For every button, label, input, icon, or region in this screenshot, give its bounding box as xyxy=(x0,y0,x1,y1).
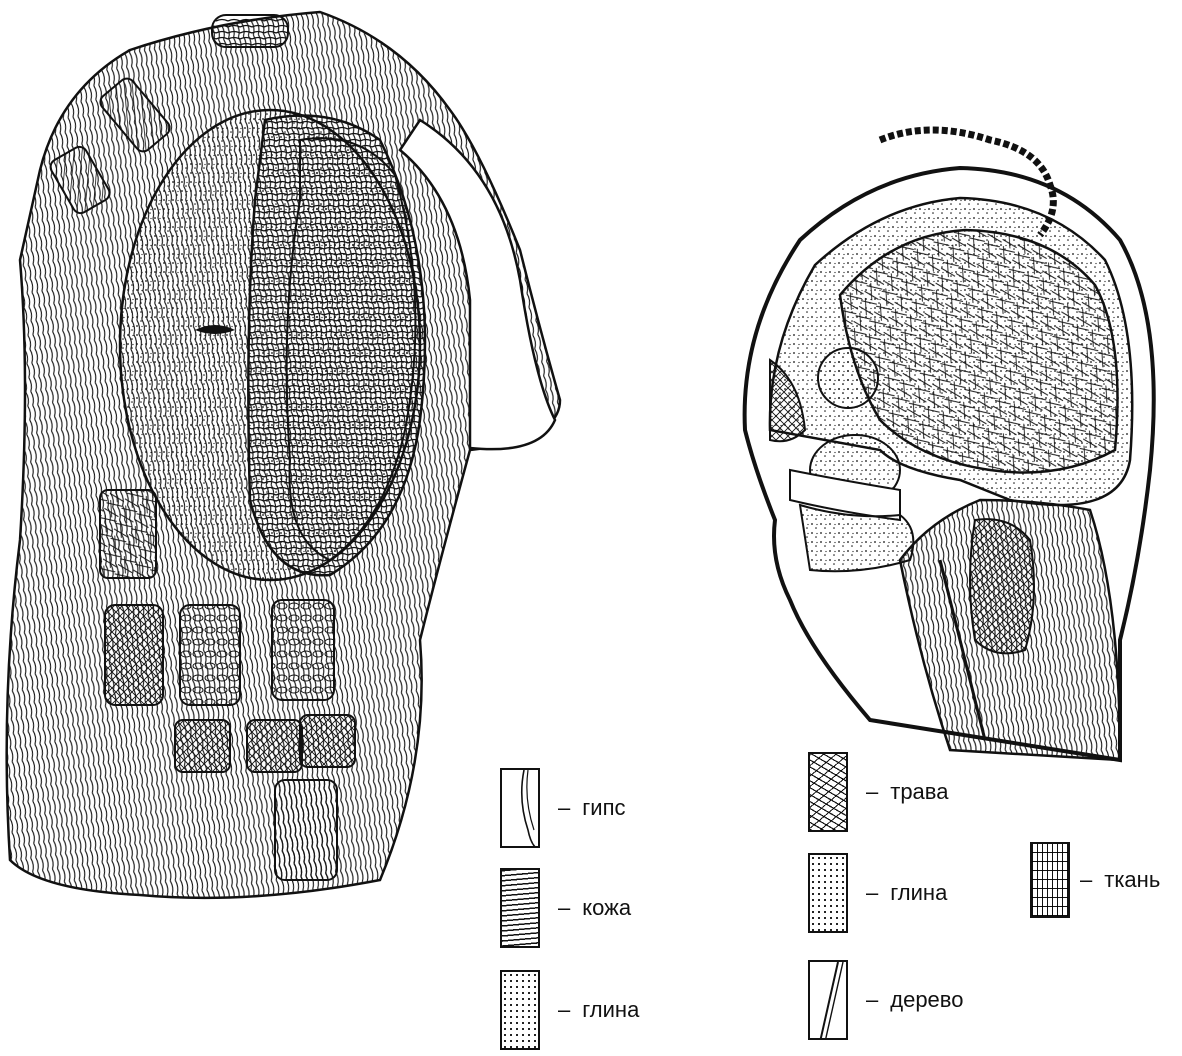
tkan-swatch xyxy=(1030,842,1070,918)
right-head-section xyxy=(745,130,1154,760)
left-mummy-figure xyxy=(7,12,560,898)
legend-tkan: – ткань xyxy=(1030,842,1160,918)
legend-dash: – xyxy=(558,895,570,921)
legend-glina-left: – глина xyxy=(500,970,639,1050)
legend-dash: – xyxy=(866,987,878,1013)
eye-socket xyxy=(818,348,878,408)
derevo-swatch xyxy=(808,960,848,1040)
legend-dash: – xyxy=(1080,867,1092,893)
roll-top xyxy=(212,15,288,47)
legend-glina-left-label: глина xyxy=(582,997,639,1023)
kozha-swatch xyxy=(500,868,540,948)
legend-gips: – гипс xyxy=(500,768,625,848)
jaw-clay xyxy=(800,505,913,571)
legend-derevo: – дерево xyxy=(808,960,963,1040)
legend-derevo-label: дерево xyxy=(890,987,963,1013)
legend-glina-right: – глина xyxy=(808,853,947,933)
legend-trava: – трава xyxy=(808,752,948,832)
legend-dash: – xyxy=(866,880,878,906)
vertebrae xyxy=(970,519,1034,653)
legend-kozha-label: кожа xyxy=(582,895,631,921)
legend-trava-label: трава xyxy=(890,779,948,805)
glina-swatch xyxy=(808,853,848,933)
legend-kozha: – кожа xyxy=(500,868,631,948)
legend-glina-right-label: глина xyxy=(890,880,947,906)
legend-dash: – xyxy=(558,795,570,821)
legend-gips-label: гипс xyxy=(582,795,625,821)
legend-tkan-label: ткань xyxy=(1104,867,1160,893)
glina-swatch xyxy=(500,970,540,1050)
trava-swatch xyxy=(808,752,848,832)
legend-dash: – xyxy=(558,997,570,1023)
gips-swatch xyxy=(500,768,540,848)
legend-dash: – xyxy=(866,779,878,805)
